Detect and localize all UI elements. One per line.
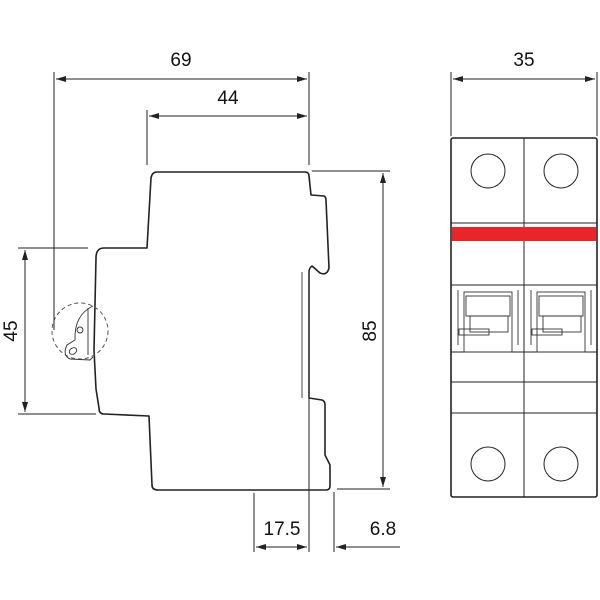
dim-height: 85 [360,320,381,341]
extension-lines [18,72,598,552]
terminal-screw-icon [470,153,506,189]
dim-rail-offset: 17.5 [264,519,301,540]
toggle-left [457,290,519,353]
side-view [51,171,331,491]
handle-icon [51,302,109,361]
dim-rail-depth: 6.8 [370,519,396,540]
dim-front-height: 45 [1,320,22,341]
dim-overall-depth: 69 [170,50,191,71]
front-view [450,137,598,498]
dim-width: 35 [513,50,534,71]
toggle-right [530,290,592,353]
indicator-band [452,227,596,241]
terminal-screw-icon [543,153,579,189]
terminal-screw-icon [543,446,579,482]
dim-front-depth: 44 [217,88,239,109]
dimension-lines [22,76,595,550]
terminal-screw-icon [470,446,506,482]
side-view-outline [93,171,331,491]
